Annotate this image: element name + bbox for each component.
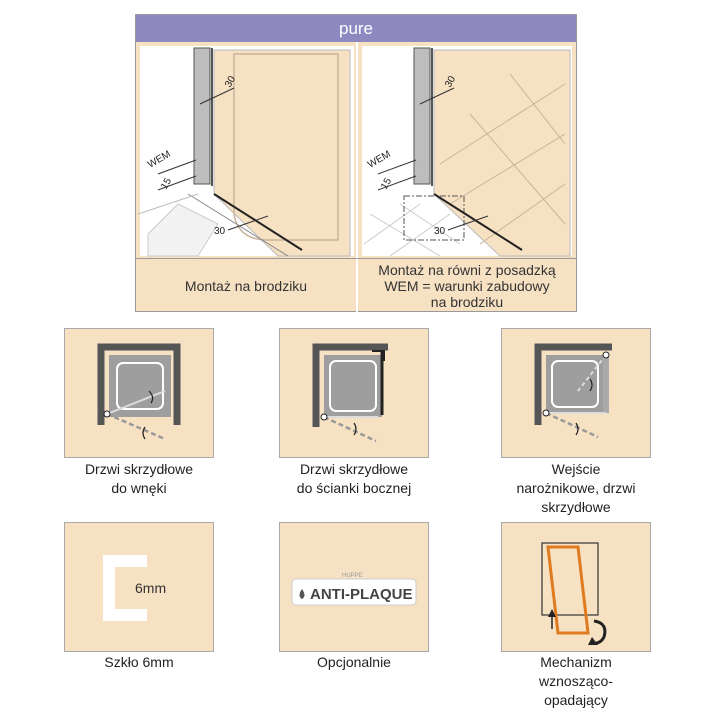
lift-line-2: wznosząco- — [539, 673, 613, 689]
swing-side-line-1: Drzwi skrzydłowe — [299, 461, 409, 477]
floor-install-line-3: na brodziku — [430, 293, 504, 310]
swing-recess-line-2: do wnęki — [111, 480, 167, 496]
corner-entry-line-1: Wejście — [551, 461, 601, 477]
wall-dim-left: 30 — [223, 74, 238, 90]
coating-caption-text: Opcjonalnie — [317, 654, 391, 670]
swing-side-caption: Drzwi skrzydłowe do ścianki bocznej — [264, 460, 444, 498]
column-divider — [356, 42, 358, 312]
corner-entry-icon — [501, 328, 651, 458]
anti-plaque-logo: ANTI-PLAQUE — [310, 586, 413, 603]
wall-dim-right: 30 — [443, 74, 458, 90]
series-header: pure — [136, 15, 576, 42]
series-title: pure — [338, 18, 374, 38]
lift-mechanism-icon — [501, 522, 651, 652]
tray-install-caption: Montaż na brodziku — [136, 259, 356, 312]
floor-install-drawing: 30 WEM 15 30 — [360, 44, 574, 268]
glass-caption-text: Szkło 6mm — [104, 654, 174, 670]
floor-dim-left: 30 — [214, 226, 226, 237]
swing-recess-icon — [64, 328, 214, 458]
tray-install-drawing: 30 WEM 15 30 — [138, 44, 356, 268]
floor-dim-right: 30 — [434, 226, 446, 237]
gap-dim-left: 15 — [159, 176, 174, 192]
row-divider — [136, 258, 576, 259]
glass-thickness-label: 6mm — [135, 580, 166, 596]
lift-line-1: Mechanizm — [540, 654, 612, 670]
corner-entry-line-3: skrzydłowe — [541, 499, 611, 515]
swing-recess-line-1: Drzwi skrzydłowe — [84, 461, 194, 477]
corner-entry-line-2: narożnikowe, drzwi — [516, 480, 636, 496]
tray-install-text: Montaż na brodziku — [184, 277, 308, 294]
swing-recess-caption: Drzwi skrzydłowe do wnęki — [49, 460, 229, 498]
lift-line-3: opadający — [544, 692, 608, 708]
swing-side-panel-icon — [279, 328, 429, 458]
corner-entry-caption: Wejście narożnikowe, drzwi skrzydłowe — [486, 460, 666, 517]
huppe-small-label: HUPPE — [342, 573, 363, 579]
lift-caption: Mechanizm wznosząco- opadający — [486, 653, 666, 710]
floor-install-line-2: WEM = warunki zabudowy — [384, 277, 550, 294]
floor-install-caption: Montaż na równi z posadzką WEM = warunki… — [358, 259, 576, 312]
glass-caption: Szkło 6mm — [49, 653, 229, 672]
glass-6mm-icon: 6mm — [64, 522, 214, 652]
floor-install-line-1: Montaż na równi z posadzką — [378, 261, 556, 278]
installation-table: pure 30 WEM 15 30 — [135, 14, 577, 312]
gap-dim-right: 15 — [379, 176, 394, 192]
anti-plaque-icon: HUPPE ANTI-PLAQUE — [279, 522, 429, 652]
swing-side-line-2: do ścianki bocznej — [296, 480, 412, 496]
coating-caption: Opcjonalnie — [264, 653, 444, 672]
